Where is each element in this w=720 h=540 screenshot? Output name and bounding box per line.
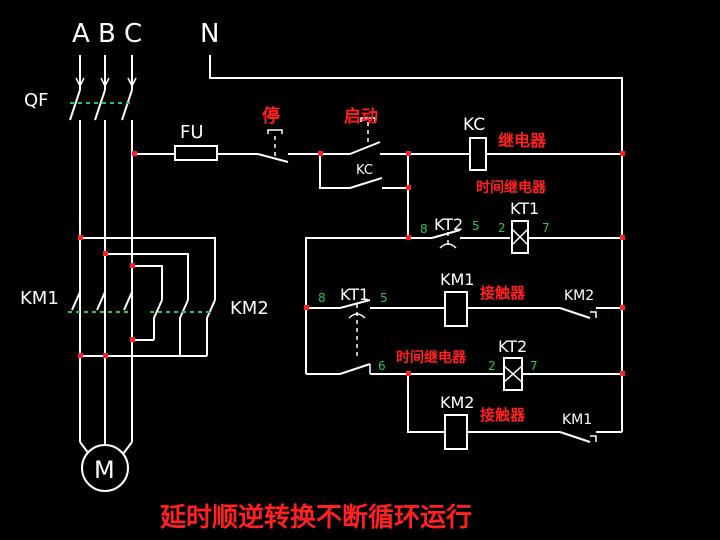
pin-label: 5 <box>472 219 480 233</box>
pin-label: 5 <box>380 291 388 305</box>
pin-label: 2 <box>488 359 496 373</box>
kc-contact-label: KC <box>356 163 373 178</box>
km2-interlock-contact <box>559 307 622 319</box>
qf-breaker <box>69 89 133 442</box>
km2-interlock-label: KM2 <box>564 288 594 304</box>
km2-main-label: KM2 <box>230 298 269 319</box>
km2-coil <box>444 414 468 450</box>
kt2-coil-label: KT2 <box>498 337 527 356</box>
time-relay2-label: 时间继电器 <box>396 349 467 366</box>
phase-a-label: A <box>72 19 90 49</box>
contactor1-label: 接触器 <box>480 284 526 302</box>
kc-desc-label: 继电器 <box>498 131 547 150</box>
motor-label: M <box>94 456 115 484</box>
kc-holding-contact <box>319 154 409 238</box>
fuse-fu <box>174 145 218 161</box>
pin-label: 8 <box>420 222 428 236</box>
pin-label: 8 <box>318 291 326 305</box>
main-power-lines <box>75 55 137 90</box>
control-bus <box>305 237 408 374</box>
pin-label: 7 <box>542 221 550 235</box>
km1-interlock-contact <box>559 431 622 443</box>
pin-label: 6 <box>378 359 386 373</box>
kt1-nc-contact <box>306 363 504 375</box>
km2-branch <box>407 374 445 433</box>
km1-coil <box>444 291 468 327</box>
stop-button <box>257 129 320 163</box>
start-label: 启动 <box>344 106 378 127</box>
neutral-label: N <box>200 19 219 49</box>
kt1-contact <box>306 299 445 360</box>
phase-b-label: B <box>98 19 116 49</box>
stop-label: 停 <box>262 105 280 127</box>
fu-label: FU <box>180 122 204 143</box>
pin-label: 7 <box>530 359 538 373</box>
junction-dots <box>78 151 625 376</box>
km1-coil-label: KM1 <box>440 270 474 289</box>
kt2-contact-label: KT2 <box>434 215 463 234</box>
start-button <box>320 117 408 155</box>
time-relay-label: 时间继电器 <box>476 179 547 196</box>
diagram-title: 延时顺逆转换不断循环运行 <box>159 502 472 533</box>
phase-c-label: C <box>124 19 142 49</box>
kc-coil <box>469 137 487 171</box>
qf-label: QF <box>24 90 49 111</box>
kt2-contact <box>408 229 510 249</box>
km1-main-label: KM1 <box>20 288 59 309</box>
kt1-coil-label: KT1 <box>510 199 539 218</box>
motor-symbol <box>81 444 129 492</box>
pin-label: 2 <box>498 221 506 235</box>
km1-interlock-label: KM1 <box>562 412 592 428</box>
kt1-contact-label: KT1 <box>340 285 369 304</box>
neutral-line <box>209 55 623 432</box>
km-main-contacts <box>68 237 216 357</box>
contactor2-label: 接触器 <box>480 406 526 424</box>
kc-coil-label: KC <box>463 115 485 135</box>
km2-coil-label: KM2 <box>440 393 474 412</box>
